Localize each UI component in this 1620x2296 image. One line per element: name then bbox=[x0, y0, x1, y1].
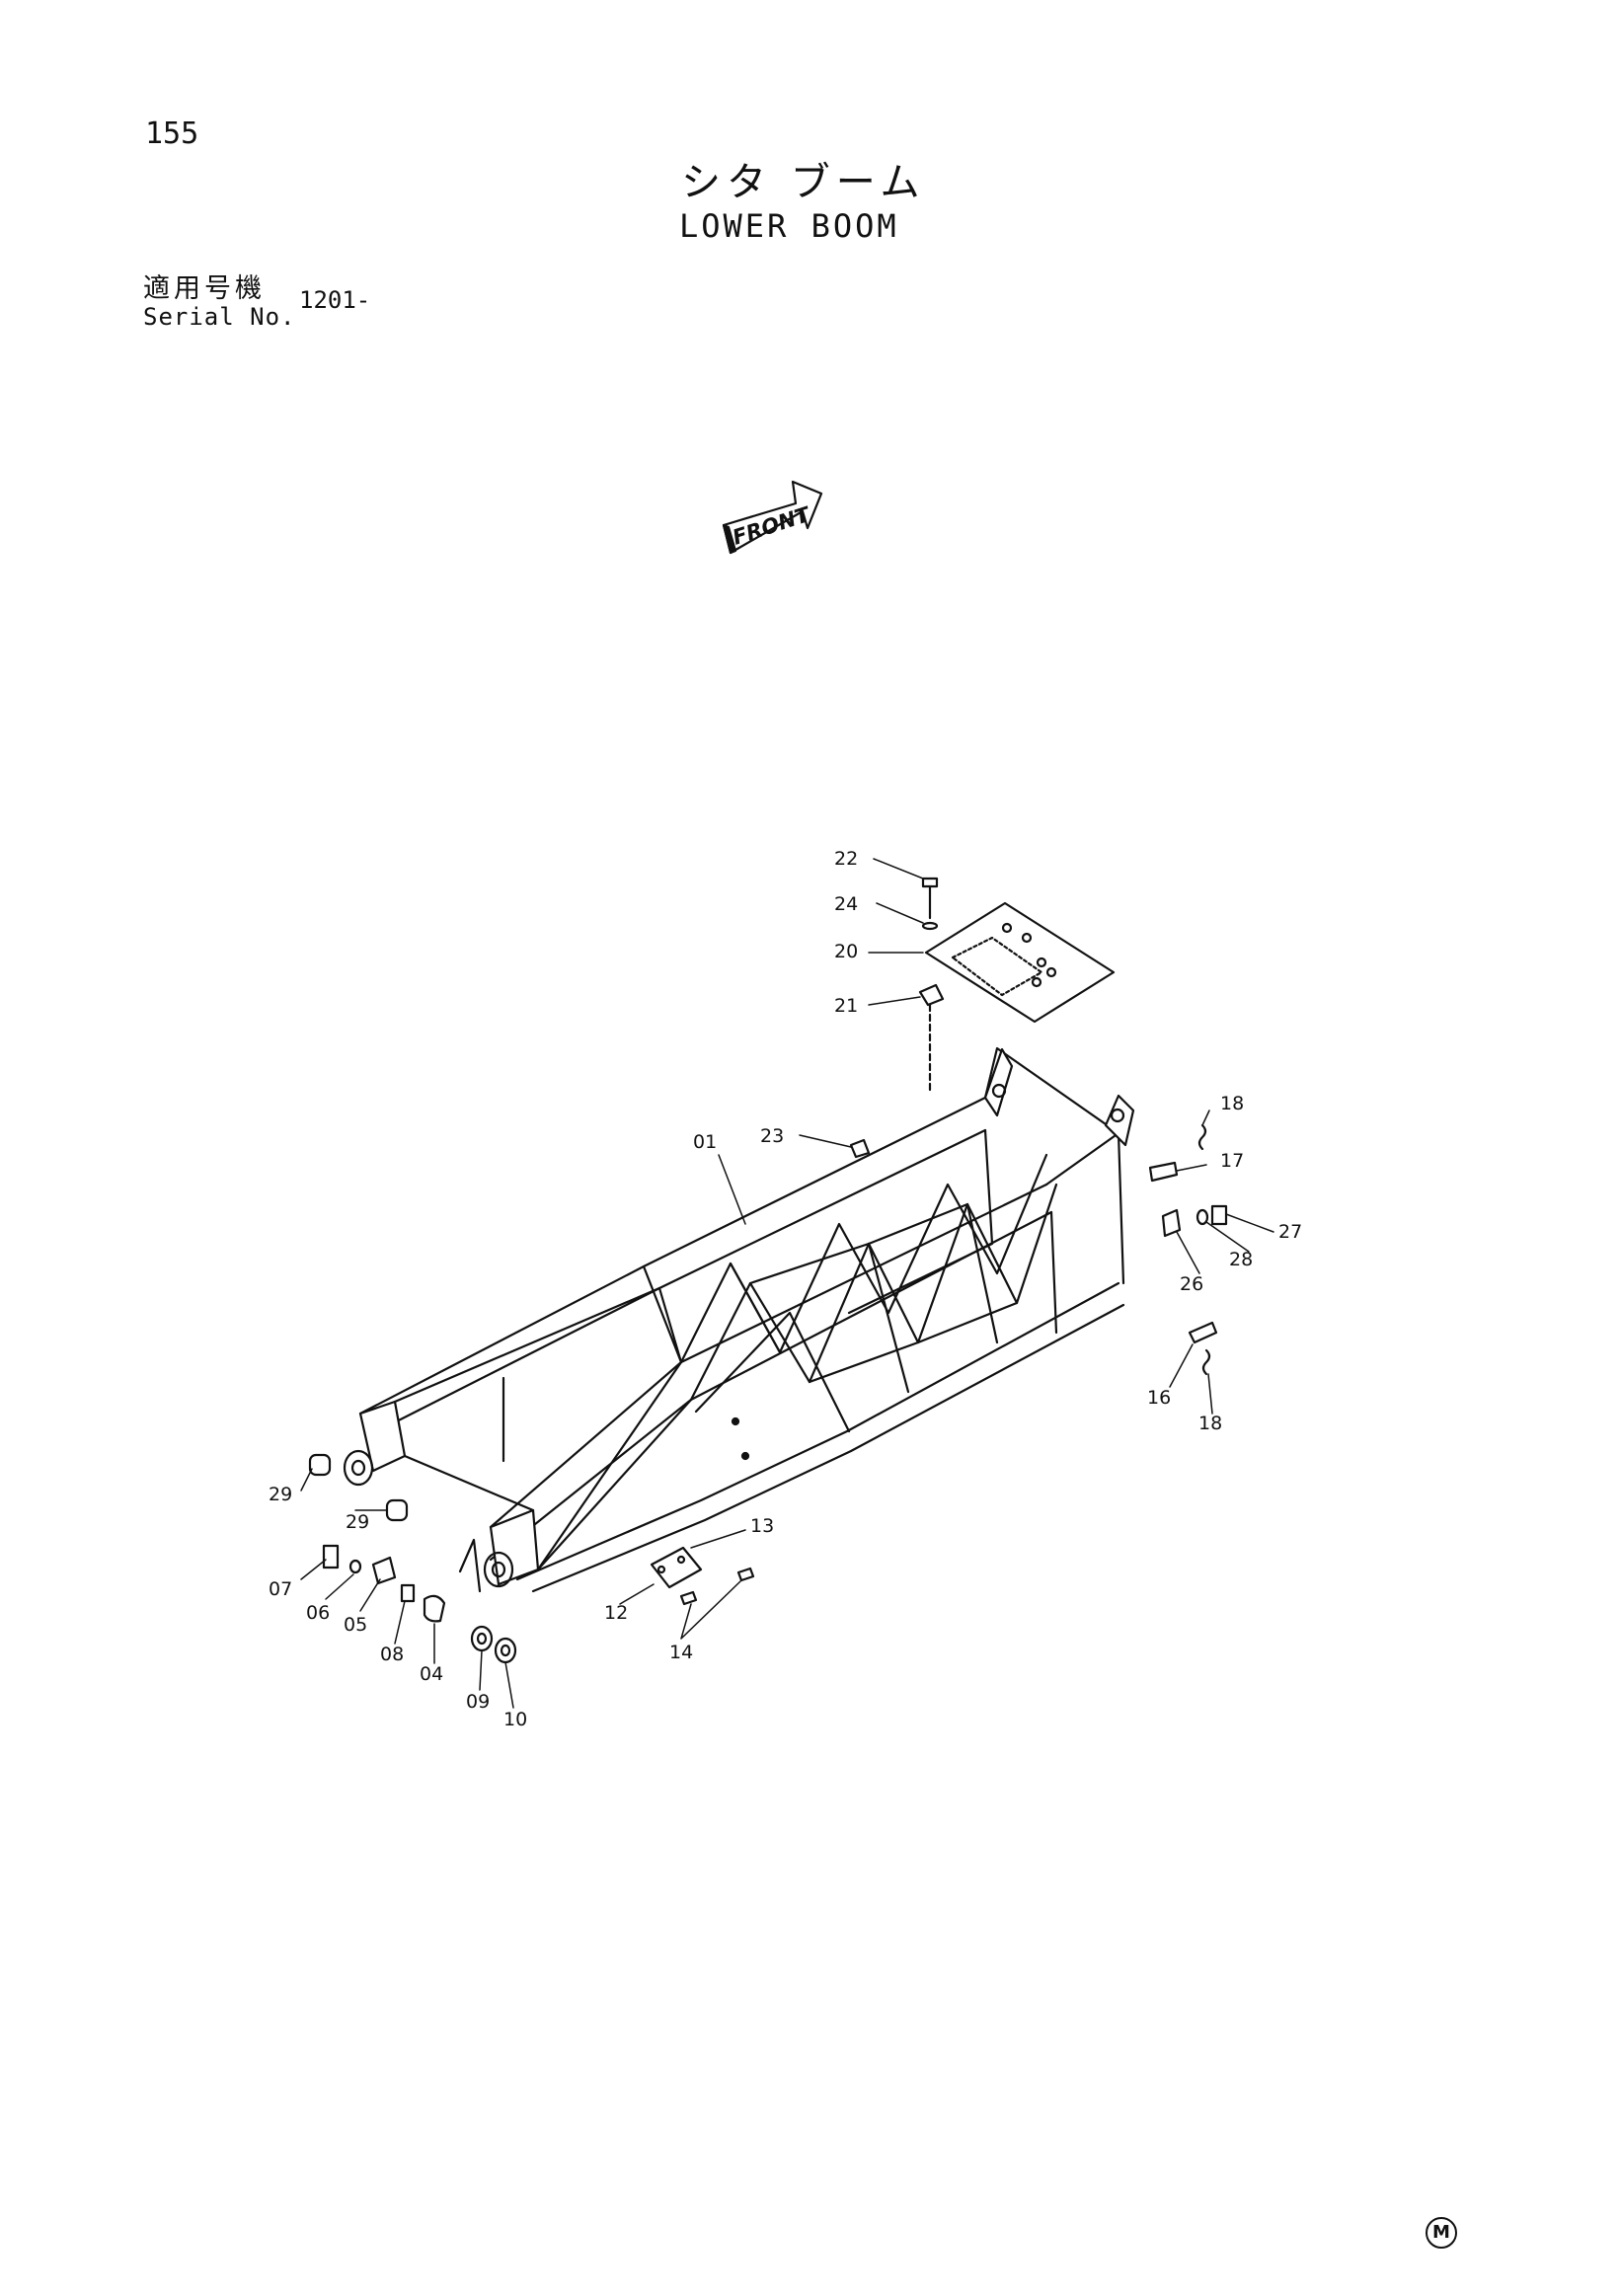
callout-label: 29 bbox=[346, 1511, 369, 1533]
page-title-japanese: シタ ブーム bbox=[681, 160, 926, 205]
callout-label: 14 bbox=[669, 1642, 693, 1663]
callout-labels: 22 24 20 21 23 01 18 17 27 28 26 16 18 2… bbox=[269, 848, 1302, 1730]
cover-plate bbox=[918, 877, 1116, 1096]
callout-label: 12 bbox=[604, 1602, 628, 1624]
callout-label: 21 bbox=[834, 995, 858, 1017]
callout-label: 07 bbox=[269, 1578, 292, 1600]
callout-label: 20 bbox=[834, 941, 858, 962]
callout-label: 29 bbox=[269, 1484, 292, 1505]
serial-number-value: 1201- bbox=[299, 286, 371, 314]
serial-label: Serial No. bbox=[143, 303, 296, 331]
callout-label: 10 bbox=[503, 1709, 527, 1730]
callout-label: 01 bbox=[693, 1131, 717, 1153]
page-title: LOWER BOOM bbox=[679, 207, 899, 245]
page-number: 155 bbox=[145, 116, 199, 151]
callout-label: 05 bbox=[344, 1614, 367, 1636]
callout-label: 27 bbox=[1278, 1221, 1302, 1243]
callout-label: 24 bbox=[834, 893, 858, 915]
callout-label: 17 bbox=[1220, 1150, 1244, 1172]
callout-label: 13 bbox=[750, 1515, 774, 1537]
serial-label-japanese: 適用号機 bbox=[143, 273, 266, 304]
callout-label: 16 bbox=[1147, 1387, 1171, 1409]
callout-label: 28 bbox=[1229, 1249, 1253, 1270]
callout-label: 06 bbox=[306, 1602, 330, 1624]
front-arrow-icon: FRONT bbox=[722, 480, 823, 555]
hardware-parts bbox=[308, 1123, 1228, 1664]
callout-label: 08 bbox=[380, 1644, 404, 1665]
callout-label: 23 bbox=[760, 1125, 784, 1147]
callout-label: 26 bbox=[1180, 1273, 1203, 1295]
callout-label: 04 bbox=[420, 1663, 443, 1685]
lower-boom-frame bbox=[343, 1046, 1135, 1593]
callout-label: 18 bbox=[1220, 1093, 1244, 1114]
callout-label: 18 bbox=[1198, 1413, 1222, 1434]
callout-leaders bbox=[300, 858, 1274, 1709]
callout-label: 09 bbox=[466, 1691, 490, 1713]
front-arrow-label: FRONT bbox=[730, 502, 813, 550]
callout-label: 22 bbox=[834, 848, 858, 870]
footer-circle-mark: M bbox=[1426, 2217, 1457, 2249]
